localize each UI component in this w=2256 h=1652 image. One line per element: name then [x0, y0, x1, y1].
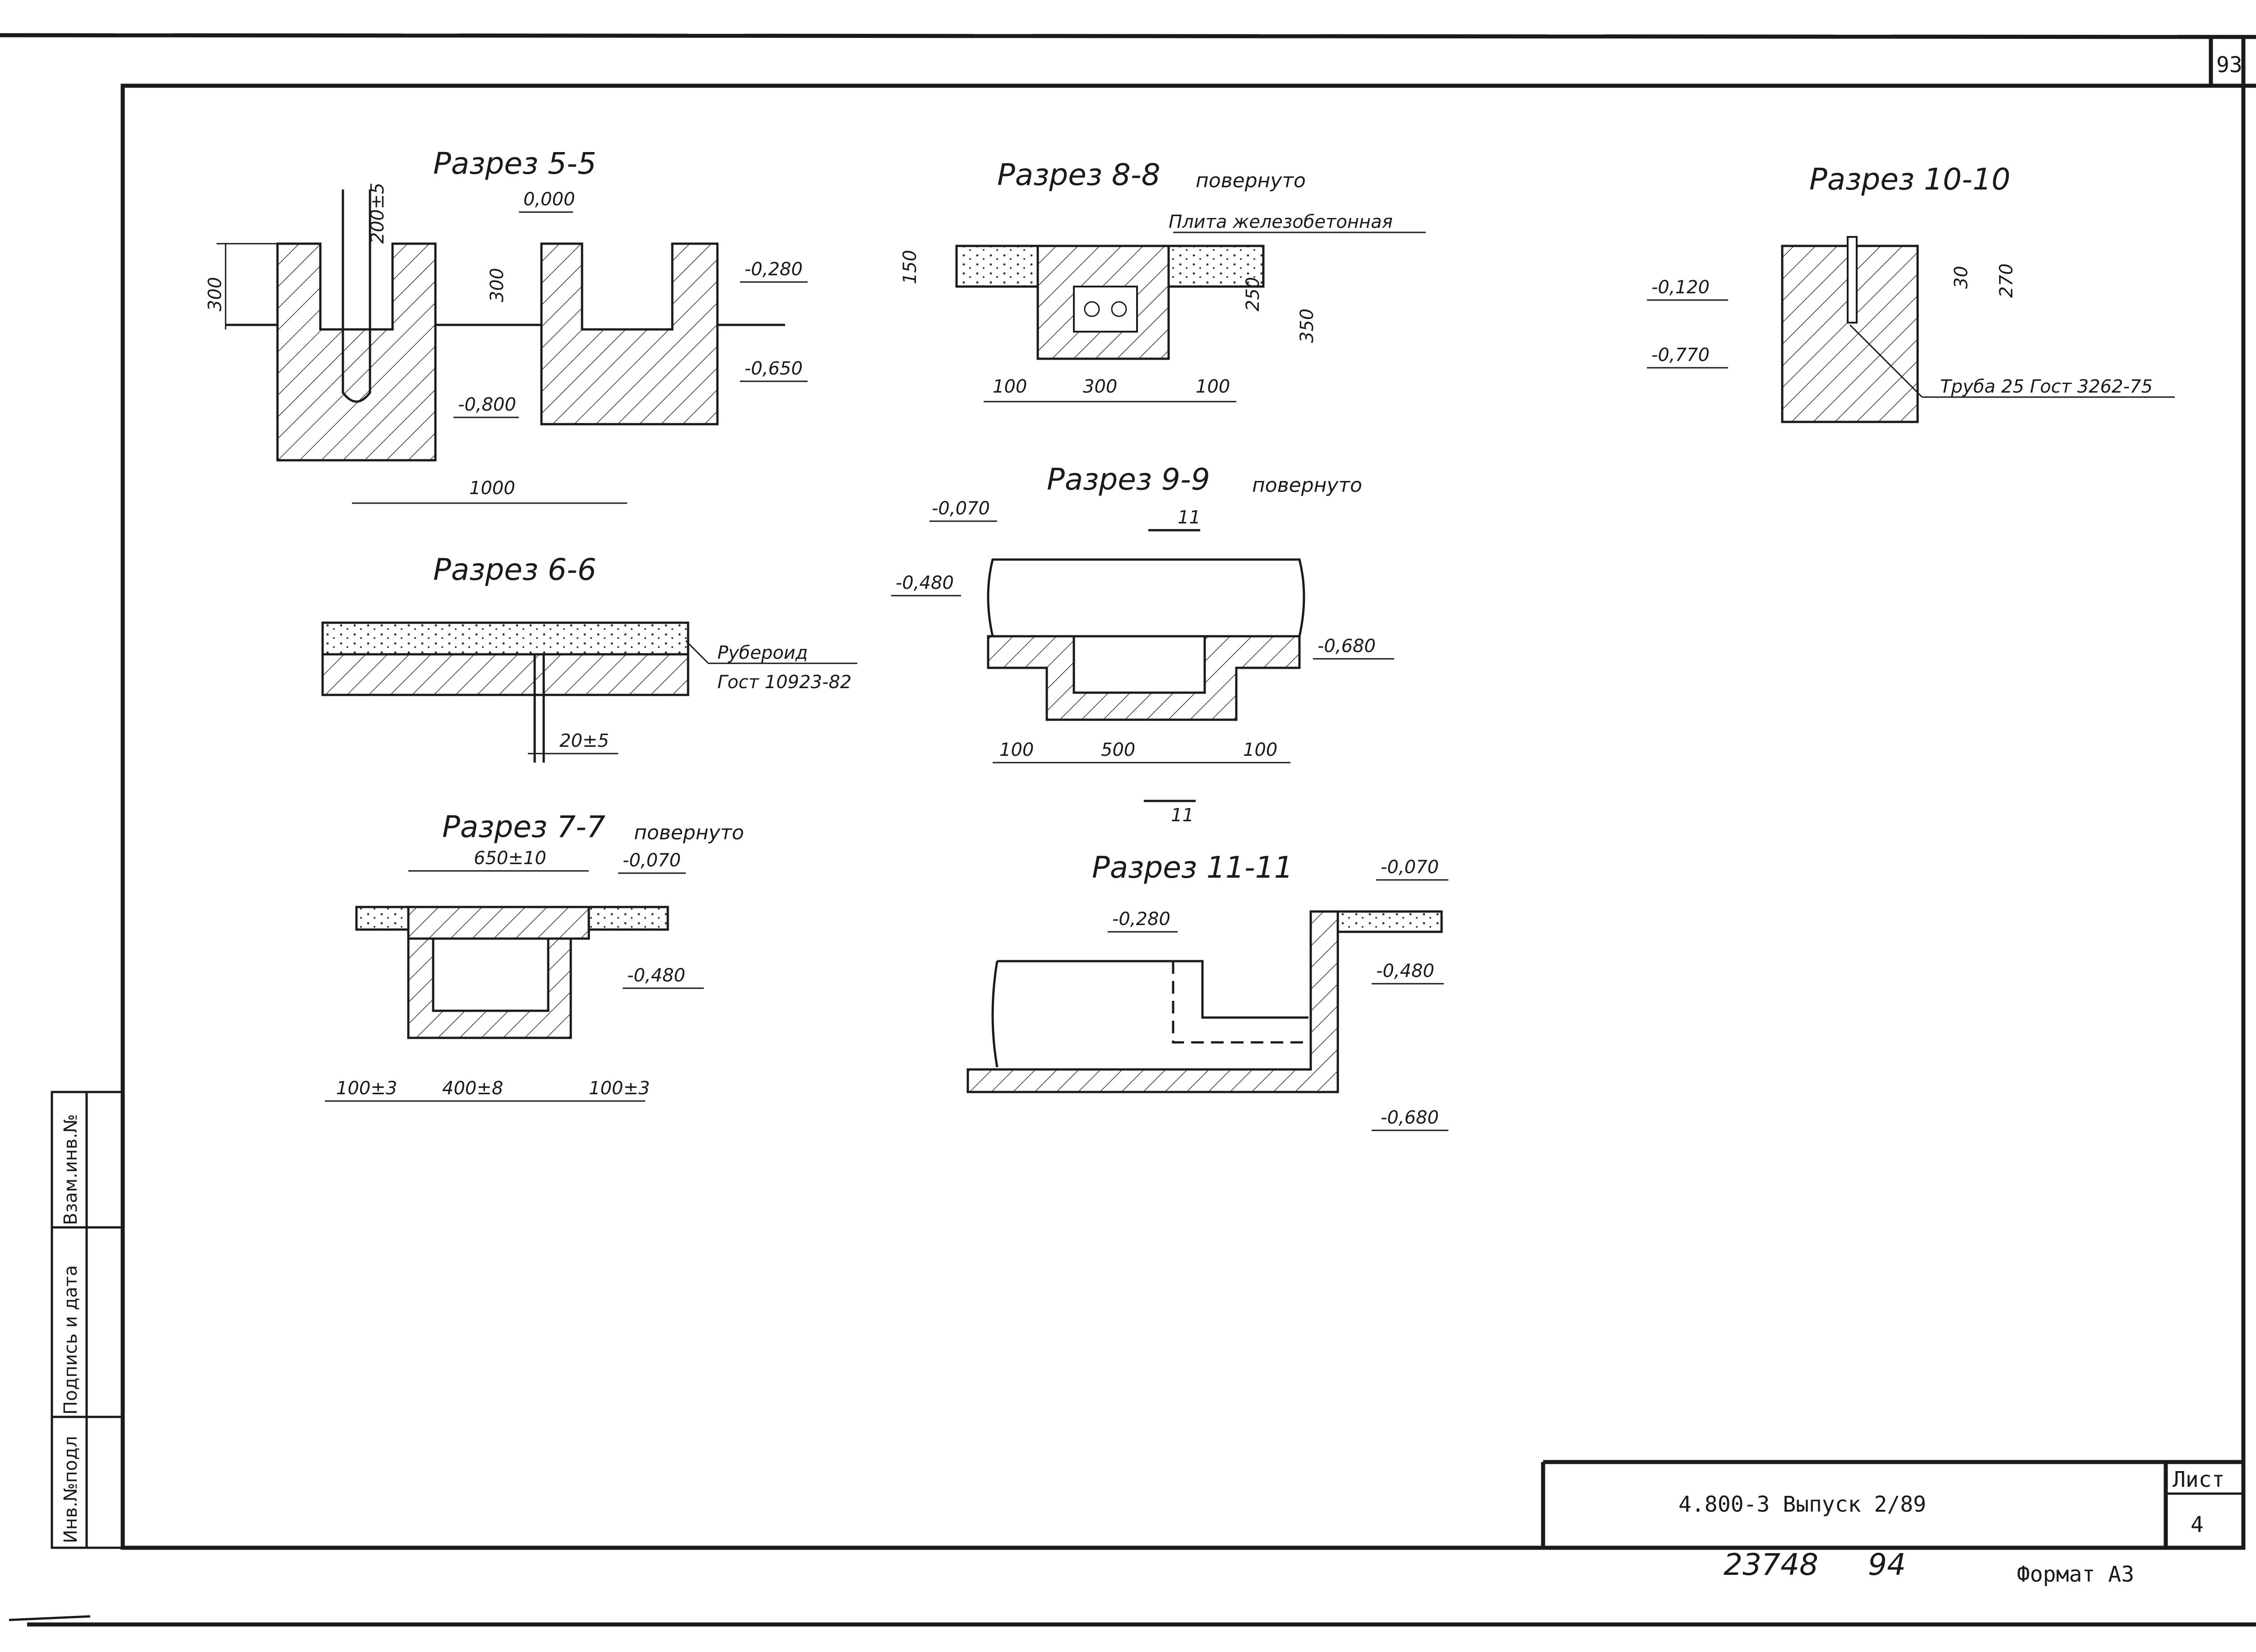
- title-block: 4.800-3 Выпуск 2/89 Лист 4 23748 94 Форм…: [1541, 1460, 2243, 1587]
- side-stamp: Инв.№подл Подпись и дата Взам.инв.№: [51, 1091, 123, 1549]
- section-10-10: Разрез 10-10 Труба 25 Гост 3262-75 -0,12…: [1647, 162, 2175, 423]
- svg-text:-0,070: -0,070: [932, 498, 990, 519]
- section-10-10-title: Разрез 10-10: [1809, 162, 2011, 197]
- sheet-label: Лист: [2173, 1467, 2225, 1492]
- svg-text:-0,650: -0,650: [744, 358, 803, 379]
- svg-text:-0,280: -0,280: [744, 259, 803, 280]
- svg-text:11: 11: [1171, 805, 1194, 826]
- section-11-11-title: Разрез 11-11: [1092, 850, 1293, 885]
- section-9-9: Разрез 9-9 повернуто -0,070 -0,480 -0,68…: [891, 462, 1394, 826]
- svg-text:100: 100: [999, 740, 1034, 760]
- page-number: 93: [2216, 52, 2242, 78]
- svg-text:Гост 10923-82: Гост 10923-82: [717, 672, 851, 693]
- section-5-5-title: Разрез 5-5: [433, 146, 596, 181]
- side-stamp-col2: Подпись и дата: [60, 1265, 81, 1415]
- section-8-8: Разрез 8-8 повернуто Плита железобетонна…: [900, 157, 1426, 403]
- section-7-7-title: Разрез 7-7: [442, 810, 606, 844]
- svg-text:200±5: 200±5: [367, 183, 388, 244]
- svg-text:Рубероид: Рубероид: [717, 643, 808, 663]
- svg-text:0,000: 0,000: [523, 189, 575, 210]
- svg-text:250: 250: [1243, 277, 1263, 311]
- svg-text:270: 270: [1996, 264, 2017, 298]
- doc-code: 4.800-3 Выпуск 2/89: [1678, 1492, 1926, 1517]
- svg-text:150: 150: [900, 250, 920, 284]
- svg-text:-0,680: -0,680: [1318, 636, 1376, 657]
- svg-text:-0,680: -0,680: [1381, 1107, 1439, 1128]
- svg-text:300: 300: [205, 277, 226, 311]
- section-9-9-subtitle: повернуто: [1252, 474, 1362, 497]
- svg-text:100: 100: [993, 376, 1027, 397]
- format-label: Формат А3: [2017, 1562, 2134, 1587]
- section-6-6-title: Разрез 6-6: [433, 552, 596, 587]
- section-8-8-title: Разрез 8-8: [997, 157, 1160, 192]
- section-11-11: Разрез 11-11 -0,070 -0,280 -0,480 -0,680: [966, 850, 1448, 1131]
- svg-text:300: 300: [1083, 376, 1117, 397]
- svg-text:-0,770: -0,770: [1651, 345, 1710, 366]
- section-9-9-title: Разрез 9-9: [1047, 462, 1210, 497]
- sheet-frame: [0, 33, 2256, 1627]
- svg-text:11: 11: [1178, 507, 1201, 528]
- handwritten-number: 94: [1868, 1547, 1906, 1582]
- svg-text:Плита железобетонная: Плита железобетонная: [1169, 212, 1393, 232]
- svg-text:100: 100: [1196, 376, 1230, 397]
- svg-text:Труба 25 Гост 3262-75: Труба 25 Гост 3262-75: [1940, 376, 2153, 397]
- section-6-6: Разрез 6-6 Рубероид Гост 10923-82 20±5: [321, 552, 857, 763]
- section-7-7-subtitle: повернуто: [634, 821, 744, 844]
- inventory-number: 23748: [1724, 1547, 1818, 1582]
- svg-text:400±8: 400±8: [442, 1078, 503, 1099]
- svg-text:20±5: 20±5: [559, 731, 609, 751]
- side-stamp-col3: Взам.инв.№: [60, 1114, 81, 1225]
- svg-text:-0,070: -0,070: [1381, 857, 1439, 878]
- svg-text:-0,800: -0,800: [458, 394, 516, 415]
- svg-text:500: 500: [1101, 740, 1135, 760]
- svg-text:100: 100: [1243, 740, 1277, 760]
- svg-text:1000: 1000: [469, 478, 515, 499]
- sheet-number: 4: [2191, 1512, 2204, 1537]
- svg-text:-0,480: -0,480: [627, 965, 685, 986]
- svg-text:300: 300: [487, 268, 508, 302]
- svg-text:100±3: 100±3: [336, 1078, 397, 1099]
- svg-text:100±3: 100±3: [589, 1078, 650, 1099]
- svg-text:-0,480: -0,480: [896, 573, 954, 593]
- section-7-7: Разрез 7-7 повернуто 650±10 -0,070 -0,48…: [325, 810, 744, 1102]
- svg-text:-0,280: -0,280: [1112, 909, 1170, 930]
- section-8-8-subtitle: повернуто: [1196, 169, 1306, 192]
- page-number-box: 93: [2216, 52, 2242, 78]
- svg-text:-0,070: -0,070: [623, 850, 681, 871]
- svg-text:350: 350: [1297, 309, 1318, 343]
- svg-text:650±10: 650±10: [474, 848, 546, 869]
- svg-text:-0,120: -0,120: [1651, 277, 1710, 298]
- svg-text:30: 30: [1951, 266, 1972, 289]
- side-stamp-col1: Инв.№подл: [60, 1436, 81, 1543]
- svg-text:-0,480: -0,480: [1376, 961, 1434, 981]
- section-5-5: Разрез 5-5 300 200±5 0,000 300 -0,280 -0…: [205, 146, 808, 504]
